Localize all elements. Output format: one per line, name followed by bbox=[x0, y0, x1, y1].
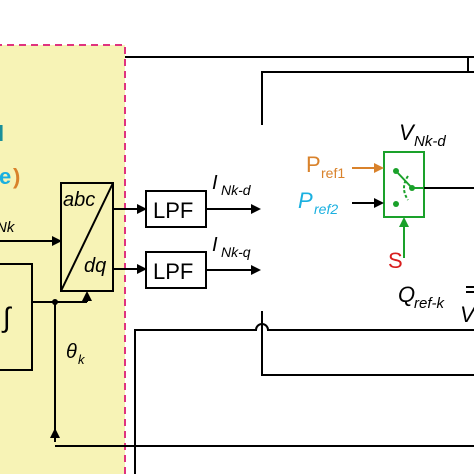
fraction-denominator: V bbox=[460, 302, 474, 327]
qref-subscript: ref-k bbox=[414, 295, 446, 312]
panel-fragment-paren: ) bbox=[13, 164, 20, 189]
pref2-label: P bbox=[298, 188, 313, 213]
pref2-subscript: ref2 bbox=[314, 201, 338, 217]
s-signal-label: S bbox=[388, 248, 403, 273]
i-nkq-label: I bbox=[212, 234, 218, 256]
integrator-symbol: ∫ bbox=[1, 302, 13, 333]
pref1-subscript: ref1 bbox=[321, 165, 345, 181]
lpf-top-label: LPF bbox=[153, 198, 193, 223]
panel-fragment-paren-letter: e bbox=[0, 164, 11, 189]
transform-top-label: abc bbox=[63, 189, 95, 211]
mid-right-line bbox=[261, 311, 474, 376]
line-crossing-hop bbox=[134, 323, 474, 474]
i-nkd-label: I bbox=[212, 172, 218, 194]
transform-bottom-label: dq bbox=[84, 255, 106, 277]
right-top-bracket bbox=[467, 57, 474, 73]
qref-label: Q bbox=[398, 282, 415, 307]
lpf-bottom-block bbox=[145, 251, 207, 289]
v-nkd-subscript: Nk-d bbox=[414, 133, 446, 150]
panel-input-label: Nk bbox=[0, 219, 16, 236]
theta-label: θ bbox=[66, 341, 77, 363]
theta-subscript: k bbox=[78, 352, 86, 367]
upper-right-line bbox=[261, 71, 468, 125]
lpf-bottom-label: LPF bbox=[153, 259, 193, 284]
i-nkd-subscript: Nk-d bbox=[221, 182, 252, 198]
left-panel bbox=[0, 44, 126, 474]
panel-fragment-top: l bbox=[0, 121, 4, 146]
i-nkq-subscript: Nk-q bbox=[221, 244, 251, 260]
integrator-block: ∫ bbox=[0, 263, 33, 371]
v-nkd-label: V bbox=[399, 120, 416, 145]
pref1-label: P bbox=[306, 152, 321, 177]
reference-switch-block bbox=[383, 151, 425, 218]
